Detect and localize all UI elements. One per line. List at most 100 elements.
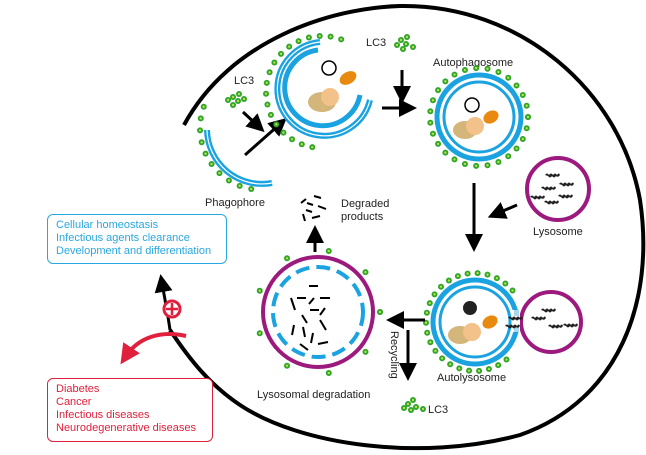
lc3-dot [198, 139, 205, 146]
autolysosome-label: Autolysosome [437, 372, 506, 384]
lc3-dot [295, 38, 302, 45]
lc3-dot [523, 102, 530, 109]
lc3-dot [305, 34, 312, 41]
lc3-dot [509, 287, 516, 294]
benefits-box: Cellular homeostasis Infectious agents c… [47, 214, 227, 264]
phagophore [197, 103, 273, 193]
lc3-dot [495, 69, 502, 76]
lc3-dot [429, 97, 436, 104]
lc3-dot [454, 273, 461, 280]
lc3-dot [495, 362, 502, 369]
lc3-dot [474, 270, 481, 277]
lc3-dot [525, 114, 531, 120]
lc3-label-3: LC3 [428, 404, 448, 416]
degraded-products [300, 195, 327, 222]
cell-membrane [168, 3, 646, 451]
lc3-dot [266, 69, 273, 76]
lc3-dot [432, 347, 439, 354]
lc3-dot [289, 136, 296, 143]
lc3-label-2: LC3 [366, 37, 386, 49]
lc3-dot [519, 135, 526, 142]
arrow-lysosome-fusion [487, 202, 518, 219]
lc3-dot [197, 115, 204, 122]
lc3-dot [456, 365, 463, 372]
lc3-dot [502, 280, 509, 287]
benefit-item: Cellular homeostasis [56, 219, 159, 231]
lc3-dot [248, 186, 255, 193]
lc3-dot [197, 127, 204, 134]
lc3-dot [309, 144, 316, 151]
lc3-dot [484, 162, 491, 169]
lc3-dot [423, 309, 430, 316]
diseases-box: Diabetes Cancer Infectious diseases Neur… [47, 378, 213, 442]
lc3-dot [200, 103, 207, 110]
lc3-dot [267, 111, 274, 118]
disease-item: Diabetes [56, 383, 100, 395]
lc3-label-1: LC3 [234, 75, 254, 87]
autophagosome [427, 65, 531, 169]
lc3-dot [202, 150, 209, 157]
lc3-dot [263, 90, 270, 97]
lc3-dot [377, 309, 383, 315]
lc3-dot [505, 74, 512, 81]
lysosomal-degradation-label: Lysosomal degradation [257, 389, 370, 401]
degraded-products-label-2: products [341, 211, 384, 223]
arrow-phagophore-to-expanding [244, 118, 287, 157]
lc3-dot [493, 275, 500, 282]
lc3-dot [442, 78, 449, 85]
lc3-dot [316, 33, 323, 40]
lc3-dot [427, 339, 434, 346]
lc3-dot [216, 170, 223, 177]
lc3-dot [464, 270, 471, 277]
lysosomal-degradation [256, 247, 383, 377]
lc3-dot [484, 271, 491, 278]
lc3-dot [325, 247, 332, 254]
lc3-dot [445, 277, 452, 284]
lc3-dot [473, 162, 480, 169]
lc3-dot [523, 125, 530, 132]
disease-item: Neurodegenerative diseases [56, 422, 197, 434]
lc3-dot [505, 153, 512, 160]
lc3-dot [513, 145, 520, 152]
lc3-dot [264, 101, 271, 108]
lc3-dot [435, 140, 442, 147]
lc3-dot [278, 50, 285, 57]
lc3-dot [429, 130, 436, 137]
arrow-diseases [120, 332, 187, 365]
lc3-dot [208, 161, 215, 168]
lysosome-label: Lysosome [533, 226, 583, 238]
lc3-dot [426, 300, 433, 307]
disease-item: Infectious diseases [56, 409, 150, 421]
arrow-lc3-to-phagophore [241, 110, 265, 133]
lc3-dot [325, 370, 332, 377]
lc3-dot [362, 348, 369, 355]
lc3-dot [451, 156, 458, 163]
lc3-dot [236, 182, 243, 189]
lc3-dot [225, 177, 232, 184]
benefit-item: Development and differentiation [56, 245, 212, 257]
lc3-dot [256, 330, 263, 337]
benefit-item: Infectious agents clearance [56, 232, 190, 244]
disease-item: Cancer [56, 396, 92, 408]
lc3-dot [503, 356, 510, 363]
lc3-dot [442, 149, 449, 156]
lc3-dot [438, 283, 445, 290]
lc3-dot [519, 92, 526, 99]
lc3-dot [284, 362, 290, 369]
lc3-dot [447, 361, 454, 368]
expanding-phagophore [263, 33, 373, 151]
lc3-dot [273, 121, 280, 128]
recycling-label: Recycling [388, 331, 400, 379]
degraded-products-label-1: Degraded [341, 198, 389, 210]
lc3-dot [484, 65, 491, 72]
lc3-dot [424, 329, 431, 336]
lc3-dot [362, 269, 369, 276]
lc3-dot [461, 67, 468, 74]
lc3-dot [495, 158, 502, 165]
lc3-dot [327, 33, 334, 40]
lc3-dot [338, 36, 345, 43]
phagophore-label: Phagophore [205, 197, 265, 209]
lc3-cluster-1 [225, 91, 247, 108]
lc3-dot [513, 82, 520, 89]
